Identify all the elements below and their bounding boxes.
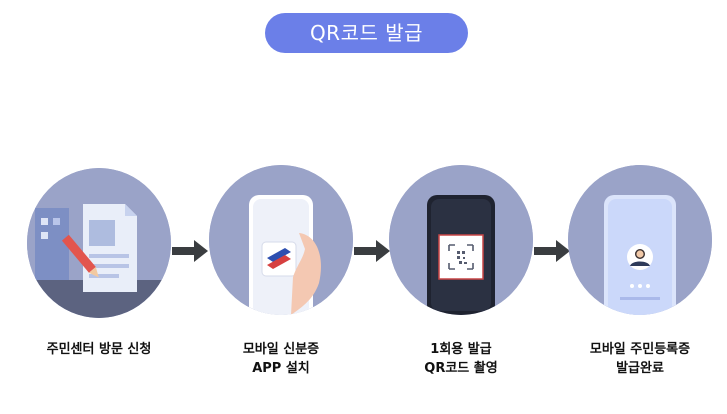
step-4-illustration <box>568 165 712 315</box>
step-2-label: 모바일 신분증 APP 설치 <box>242 342 320 376</box>
phone-app-icon <box>209 165 353 315</box>
phone-qr-icon <box>389 165 533 315</box>
step-1-label: 주민센터 방문 신청 <box>46 342 152 357</box>
step-1-illustration <box>27 168 171 318</box>
arrow-right-icon <box>534 240 570 262</box>
arrow-right-icon <box>354 240 390 262</box>
step-2-illustration <box>209 165 353 315</box>
header-title-pill[interactable]: QR코드 발급 <box>265 13 468 53</box>
step-3-illustration <box>389 165 533 315</box>
phone-id-icon <box>568 165 712 315</box>
step-4-label: 모바일 주민등록증 발급완료 <box>589 342 691 376</box>
arrow-right-icon <box>172 240 208 262</box>
document-pen-icon <box>27 168 171 318</box>
step-3-label: 1회용 발급 QR코드 촬영 <box>424 342 498 376</box>
